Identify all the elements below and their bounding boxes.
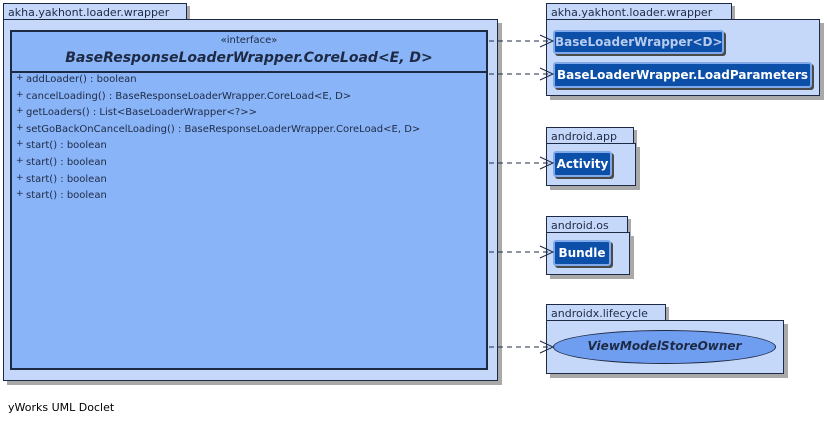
visibility-marker: + bbox=[16, 89, 24, 100]
arrow-head bbox=[539, 245, 555, 259]
interface-separator bbox=[12, 71, 486, 73]
method-signature: start() : boolean bbox=[26, 140, 107, 152]
visibility-marker: + bbox=[16, 155, 24, 166]
arrow-head bbox=[539, 340, 555, 354]
interface-stereotype: «interface» bbox=[220, 35, 278, 46]
method-item: +start() : boolean bbox=[16, 155, 420, 172]
class-bundle[interactable]: Bundle bbox=[553, 240, 611, 266]
package-label-main: akha.yakhont.loader.wrapper bbox=[8, 6, 170, 19]
method-item: +setGoBackOnCancelLoading() : BaseRespon… bbox=[16, 122, 420, 139]
arrow-head bbox=[539, 67, 555, 81]
interface-label: ViewModelStoreOwner bbox=[587, 339, 742, 353]
package-label-lifecycle: androidx.lifecycle bbox=[551, 307, 648, 320]
interface-core-load[interactable]: «interface» BaseResponseLoaderWrapper.Co… bbox=[10, 30, 488, 370]
method-item: +start() : boolean bbox=[16, 172, 420, 189]
method-signature: start() : boolean bbox=[26, 156, 107, 168]
package-label-app: android.app bbox=[551, 130, 617, 143]
package-label-loader: akha.yakhont.loader.wrapper bbox=[551, 6, 713, 19]
visibility-marker: + bbox=[16, 172, 24, 183]
method-signature: start() : boolean bbox=[26, 173, 107, 185]
visibility-marker: + bbox=[16, 139, 24, 150]
arrow-head bbox=[539, 34, 555, 48]
class-label: BaseLoaderWrapper.LoadParameters bbox=[556, 68, 809, 82]
visibility-marker: + bbox=[16, 73, 24, 83]
method-item: +cancelLoading() : BaseResponseLoaderWra… bbox=[16, 89, 420, 106]
package-tab-loader: akha.yakhont.loader.wrapper bbox=[546, 3, 732, 20]
arrow-head bbox=[539, 156, 555, 170]
visibility-marker: + bbox=[16, 122, 24, 133]
method-signature: setGoBackOnCancelLoading() : BaseRespons… bbox=[26, 123, 421, 135]
class-label: BaseLoaderWrapper<D> bbox=[555, 35, 723, 49]
package-tab-os: android.os bbox=[546, 216, 628, 233]
method-signature: addLoader() : boolean bbox=[26, 74, 137, 85]
class-base-loader-wrapper[interactable]: BaseLoaderWrapper<D> bbox=[553, 30, 724, 54]
method-list: +addLoader() : boolean +cancelLoading() … bbox=[16, 72, 420, 205]
visibility-marker: + bbox=[16, 106, 24, 117]
visibility-marker: + bbox=[16, 189, 24, 200]
method-item: +start() : boolean bbox=[16, 138, 420, 155]
package-label-os: android.os bbox=[551, 219, 609, 232]
method-item: +addLoader() : boolean bbox=[16, 72, 420, 89]
method-signature: getLoaders() : List<BaseLoaderWrapper<?>… bbox=[26, 107, 257, 119]
package-tab-app: android.app bbox=[546, 127, 634, 144]
method-signature: cancelLoading() : BaseResponseLoaderWrap… bbox=[26, 90, 352, 102]
class-label: Bundle bbox=[558, 246, 606, 260]
class-label: Activity bbox=[556, 157, 609, 171]
class-load-parameters[interactable]: BaseLoaderWrapper.LoadParameters bbox=[553, 62, 812, 88]
package-tab-main: akha.yakhont.loader.wrapper bbox=[3, 3, 187, 20]
footer-credit: yWorks UML Doclet bbox=[8, 401, 115, 414]
method-item: +getLoaders() : List<BaseLoaderWrapper<?… bbox=[16, 105, 420, 122]
method-item: +start() : boolean bbox=[16, 188, 420, 205]
interface-name: BaseResponseLoaderWrapper.CoreLoad<E, D> bbox=[65, 50, 433, 66]
class-activity[interactable]: Activity bbox=[553, 151, 612, 177]
package-tab-lifecycle: androidx.lifecycle bbox=[546, 304, 666, 321]
method-signature: start() : boolean bbox=[26, 190, 107, 202]
